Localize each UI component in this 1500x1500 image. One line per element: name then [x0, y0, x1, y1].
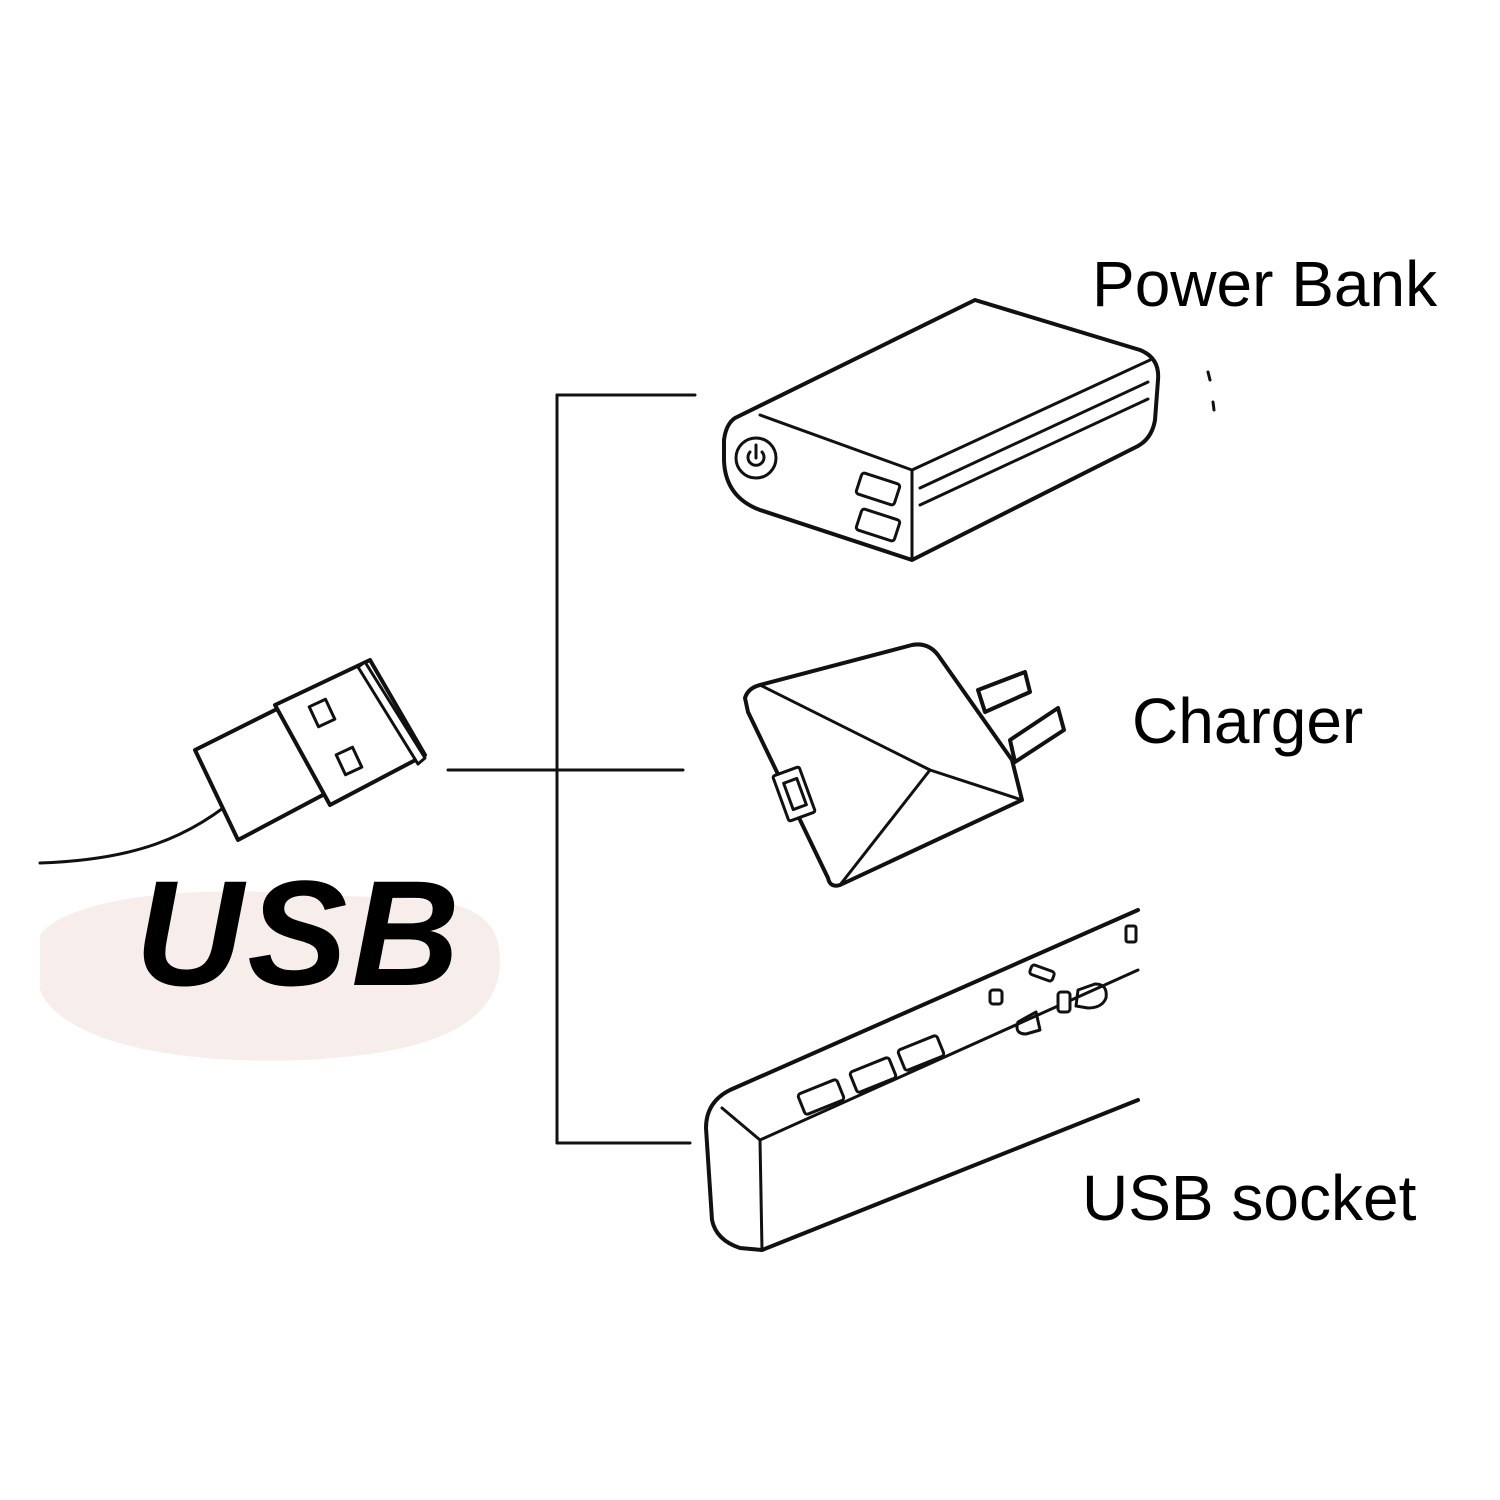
- power-bank-label: Power Bank: [1092, 248, 1438, 320]
- connector-lines: [446, 393, 697, 1145]
- usb-label-backdrop: [40, 891, 500, 1061]
- power-strip-icon: [704, 908, 1140, 1252]
- power-bank-icon: [722, 298, 1161, 562]
- charger-icon: [743, 642, 1066, 888]
- usb-label-group: USB: [40, 849, 500, 1061]
- usb-label: USB: [135, 849, 464, 1017]
- stray-mark: [1206, 370, 1212, 382]
- stray-mark: [1211, 400, 1216, 412]
- usb-plug-icon: [38, 658, 427, 865]
- charger-label: Charger: [1132, 685, 1363, 757]
- usb-socket-label: USB socket: [1082, 1162, 1417, 1234]
